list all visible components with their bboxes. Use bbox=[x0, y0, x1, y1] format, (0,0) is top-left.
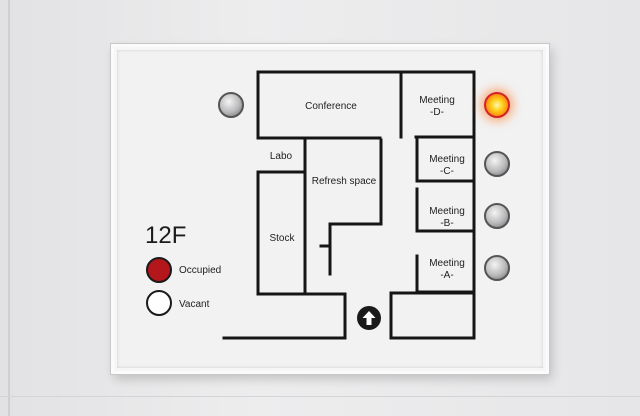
status-lamp-meeting-c bbox=[484, 151, 510, 177]
room-label-stock: Stock bbox=[269, 233, 295, 244]
room-label-meeting-d: Meeting -D- bbox=[419, 95, 455, 118]
room-label-meeting-a: Meeting -A- bbox=[429, 258, 465, 281]
room-label-labo: Labo bbox=[269, 151, 293, 162]
wall-conference bbox=[256, 70, 476, 138]
legend-vacant-label: Vacant bbox=[179, 299, 210, 310]
floor-number: 12F bbox=[145, 222, 187, 249]
room-label-conference: Conference bbox=[305, 101, 357, 112]
up-arrow-icon bbox=[362, 311, 376, 325]
status-lamp-meeting-b bbox=[484, 203, 510, 229]
wall-stock-bottom bbox=[222, 292, 347, 340]
entrance-marker bbox=[357, 306, 381, 330]
sign-panel bbox=[117, 50, 543, 368]
status-lamp-meeting-d bbox=[484, 92, 510, 118]
status-lamp-conference bbox=[218, 92, 244, 118]
room-label-refresh: Refresh space bbox=[311, 176, 377, 187]
legend-occupied-dot bbox=[146, 257, 172, 283]
wall-seam-horizontal bbox=[0, 396, 640, 397]
wall-lower-right-box bbox=[389, 291, 476, 340]
legend-vacant-dot bbox=[146, 290, 172, 316]
legend-occupied-label: Occupied bbox=[179, 265, 222, 276]
wall-seam-vertical bbox=[8, 0, 10, 416]
room-label-meeting-b: Meeting -B- bbox=[429, 206, 465, 229]
status-lamp-meeting-a bbox=[484, 255, 510, 281]
room-label-meeting-c: Meeting -C- bbox=[429, 154, 465, 177]
